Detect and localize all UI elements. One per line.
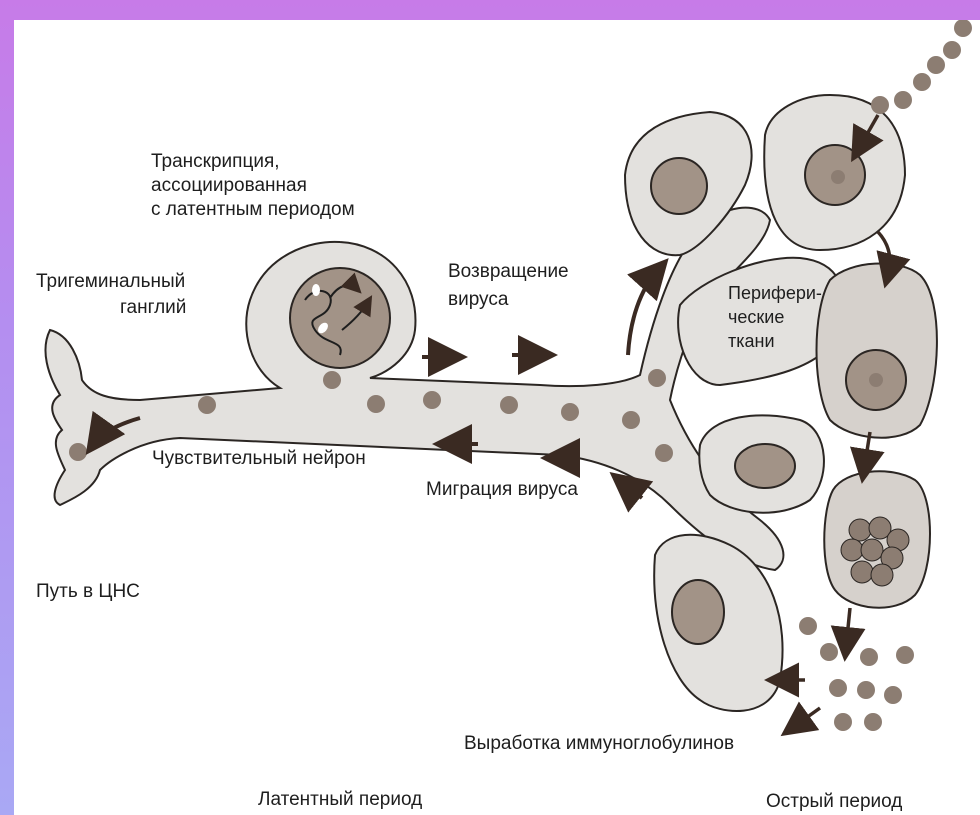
label-peripheral-3: ткани [728,330,775,352]
label-latent-period: Латентный период [258,788,422,812]
label-return-1: Возвращение [448,260,569,284]
sensory-neuron-body [45,208,783,570]
label-peripheral-1: Перифери- [728,282,822,304]
label-transcription-2: ассоциированная [151,174,307,198]
label-immunoglobulins: Выработка иммуноглобулинов [464,732,734,756]
herpes-virus-cycle-diagram [14,20,980,815]
label-migration: Миграция вируса [426,478,578,502]
label-peripheral-2: ческие [728,306,784,328]
label-acute-period: Острый период [766,790,902,814]
label-ganglion-2: ганглий [120,296,186,320]
label-sensory-neuron: Чувствительный нейрон [152,447,366,471]
diagram-frame: Транскрипция, ассоциированная с латентны… [14,20,980,815]
label-transcription-3: с латентным периодом [151,198,355,222]
label-return-2: вируса [448,288,508,312]
label-ganglion-1: Тригеминальный [36,270,185,294]
label-cns-path: Путь в ЦНС [36,580,140,604]
dna-marker-1 [312,284,320,296]
label-transcription-1: Транскрипция, [151,150,280,174]
